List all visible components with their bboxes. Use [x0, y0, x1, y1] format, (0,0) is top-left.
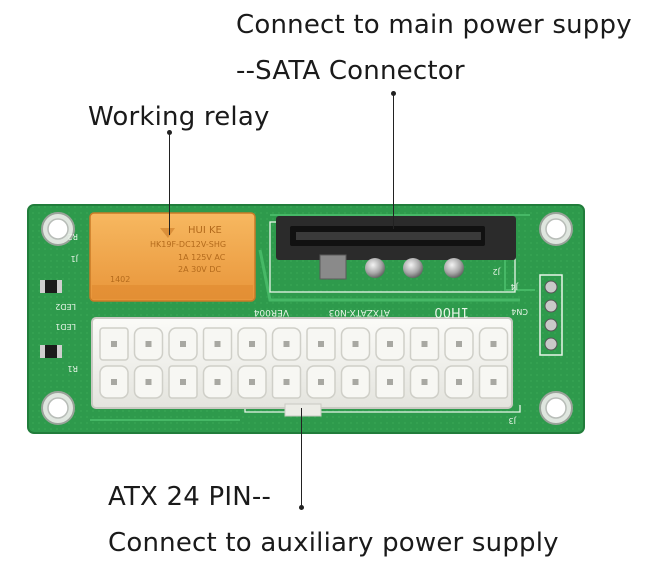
sata-leader-dot — [391, 91, 396, 96]
atx-pin-hole — [283, 379, 290, 385]
atx-pin-hole — [421, 379, 428, 385]
sata-leader-line — [393, 94, 394, 229]
atx-pin-grid — [99, 327, 509, 399]
cn4-label: CN4 — [511, 307, 528, 316]
j3-label: J3 — [509, 416, 517, 425]
board-version-label: VER004 — [253, 307, 289, 317]
mounting-hole-top-right — [539, 212, 573, 246]
atx-pin-hole — [352, 341, 359, 347]
atx-pin-hole — [249, 341, 255, 347]
atx-caption-line1: ATX 24 PIN-- — [108, 482, 272, 512]
atx-pin-hole — [318, 379, 324, 385]
mounting-hole-top-left — [41, 212, 75, 246]
sata-pin-2 — [403, 258, 423, 278]
atx-leader-line — [301, 408, 302, 508]
atx-pin-hole — [283, 341, 290, 347]
atx-pin-hole — [145, 379, 152, 385]
cn4-header — [539, 274, 563, 356]
led2-label: LED2 — [55, 302, 76, 311]
board-model-label: ATXZATX-N03 — [329, 307, 390, 317]
smd-r1 — [40, 345, 62, 358]
relay-leader-line — [169, 133, 170, 235]
atx-pin-hole — [352, 379, 359, 385]
relay-leader-dot — [167, 130, 172, 135]
mounting-hole-bottom-right — [539, 391, 573, 425]
sata-connector — [276, 216, 516, 280]
relay-code-label: 1402 — [110, 275, 130, 284]
atx-leader-dot — [299, 505, 304, 510]
sata-caption-line1: Connect to main power suppy — [236, 10, 632, 40]
j2-label: J2 — [493, 267, 501, 276]
sata-caption-line2: --SATA Connector — [236, 56, 465, 86]
led1-label: LED1 — [55, 322, 76, 331]
atx-pin-hole — [318, 341, 324, 347]
j1-label: J1 — [71, 254, 79, 263]
atx-pin-hole — [180, 379, 186, 385]
atx-pin-hole — [145, 341, 152, 347]
board-mark-label: 1H00 — [434, 304, 469, 319]
j4-label: J4 — [511, 282, 519, 291]
relay-caption: Working relay — [88, 102, 270, 132]
mounting-hole-bottom-left — [41, 391, 75, 425]
atx-pin-hole — [111, 341, 117, 347]
atx-caption-line2: Connect to auxiliary power supply — [108, 528, 559, 558]
atx-pin-hole — [490, 341, 497, 347]
atx-pin-hole — [387, 379, 393, 385]
atx-pin-hole — [456, 341, 462, 347]
relay-brand-label: HUI KE — [188, 225, 222, 236]
atx-pin-hole — [214, 379, 221, 385]
atx-pin-hole — [180, 341, 186, 347]
relay-model-label: HK19F-DC12V-SHG — [150, 240, 226, 249]
atx-pin-hole — [249, 379, 255, 385]
sata-pin-3 — [444, 258, 464, 278]
atx-pin-hole — [387, 341, 393, 347]
r1-label: R1 — [67, 364, 78, 373]
relay-rating-1-label: 1A 125V AC — [178, 253, 226, 262]
atx-pin-hole — [490, 379, 497, 385]
atx-pin-hole — [111, 379, 117, 385]
relay-rating-2-label: 2A 30V DC — [178, 265, 221, 274]
atx-pin-hole — [421, 341, 428, 347]
atx-pin-hole — [456, 379, 462, 385]
sata-pin-1 — [365, 258, 385, 278]
relay — [89, 212, 256, 302]
atx-pin-hole — [214, 341, 221, 347]
r2-label: R2 — [67, 232, 78, 241]
smd-r2 — [40, 280, 62, 293]
